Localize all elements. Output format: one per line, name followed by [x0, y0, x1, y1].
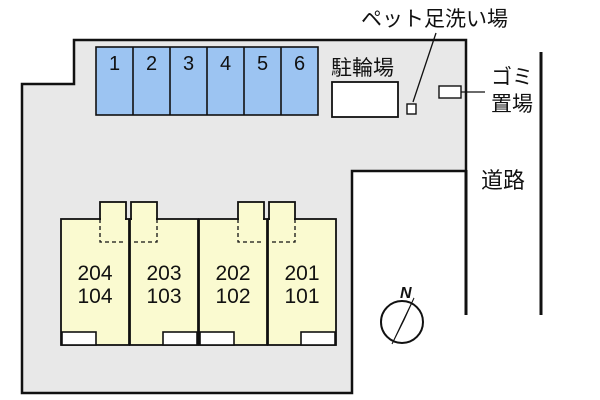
unit-partition — [131, 219, 158, 243]
pet-wash-pointer — [412, 32, 437, 103]
unit-tab-join — [101, 216, 125, 221]
garbage-label-line1: ゴミ — [491, 65, 533, 89]
bicycle-parking-box — [331, 81, 399, 118]
bicycle-parking-label: 駐輪場 — [331, 56, 394, 80]
pet-wash-marker — [406, 103, 417, 115]
unit-tab-join — [270, 216, 294, 221]
unit-number-upper: 202 — [215, 262, 250, 285]
garbage-label-line2: 置場 — [491, 92, 533, 116]
unit-number-upper: 204 — [77, 262, 112, 285]
pet-wash-label: ペット足洗い場 — [361, 7, 508, 31]
unit-balcony — [61, 331, 97, 346]
garbage-area-box — [438, 85, 462, 99]
compass-needle-light — [391, 297, 415, 345]
unit-number-lower: 101 — [284, 285, 319, 308]
parking-area: 1 2 3 4 5 6 — [95, 46, 319, 116]
unit-number-upper: 203 — [146, 262, 181, 285]
unit-body — [60, 218, 130, 346]
unit-tab-join — [132, 216, 156, 221]
unit-partition — [99, 219, 126, 243]
unit-balcony — [199, 331, 235, 346]
unit-balcony — [162, 331, 198, 346]
parking-space-number: 3 — [183, 53, 194, 75]
unit-body — [129, 218, 199, 346]
unit-number-lower: 104 — [77, 285, 112, 308]
parking-space-number: 1 — [109, 53, 120, 75]
unit-number-upper: 201 — [284, 262, 319, 285]
unit-body — [267, 218, 337, 346]
unit-tab-join — [239, 216, 263, 221]
parking-space-number: 4 — [220, 53, 231, 75]
unit-number-lower: 102 — [215, 285, 250, 308]
unit-body — [198, 218, 268, 346]
unit-partition — [237, 219, 264, 243]
parking-space-number: 5 — [257, 53, 268, 75]
unit-partition — [269, 219, 296, 243]
north-label: N — [400, 285, 412, 302]
compass: N — [380, 285, 424, 345]
unit-balcony — [300, 331, 336, 346]
unit-number-lower: 103 — [146, 285, 181, 308]
road-label: 道路 — [481, 169, 525, 194]
parking-space-number: 2 — [146, 53, 157, 75]
parking-space-number: 6 — [294, 53, 305, 75]
